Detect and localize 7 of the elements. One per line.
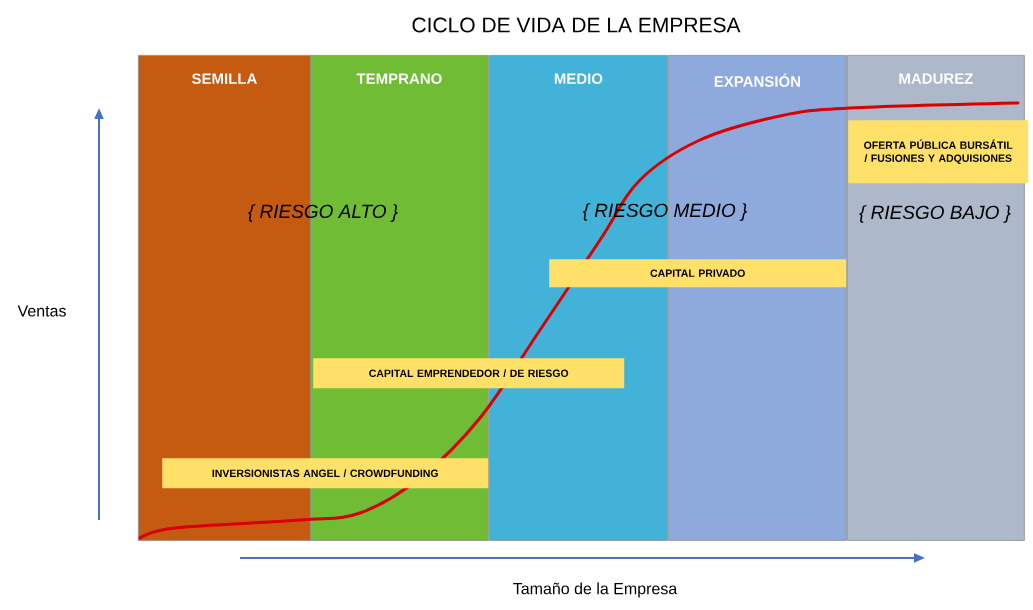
funding-box: INVERSIONISTAS ANGEL / CROWDFUNDING <box>162 458 489 489</box>
funding-box: CAPITAL EMPRENDEDOR / DE RIESGO <box>313 358 625 389</box>
title: CICLO DE VIDA DE LA EMPRESA <box>412 17 741 33</box>
funding-box: CAPITAL PRIVADO <box>549 259 847 288</box>
risk-label: { RIESGO BAJO } <box>859 205 1011 223</box>
axis-label: Ventas <box>17 305 66 317</box>
axis-label: Tamaño de la Empresa <box>513 582 678 598</box>
